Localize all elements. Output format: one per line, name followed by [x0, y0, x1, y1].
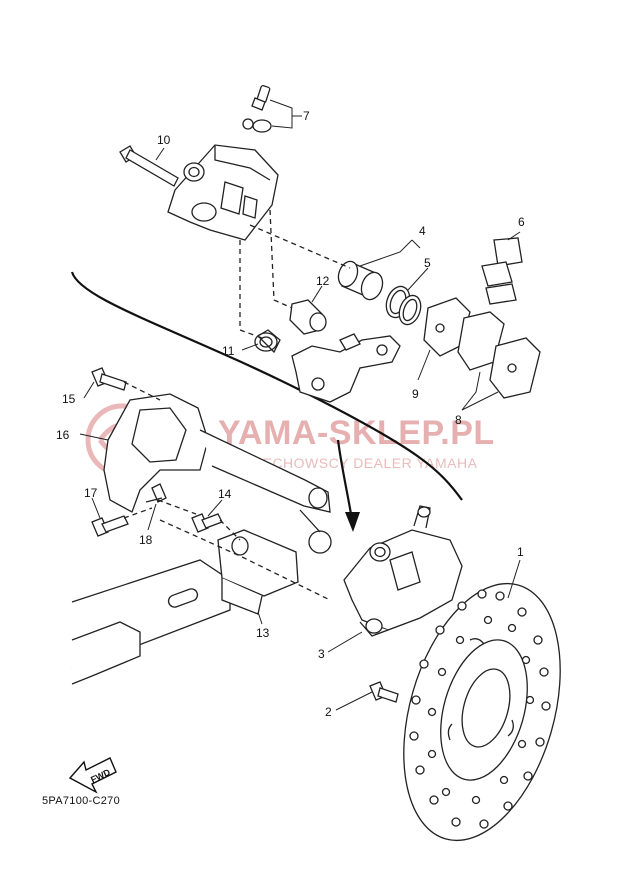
upper-assembly-lines	[239, 209, 351, 339]
callout-11: 11	[222, 344, 235, 358]
callout-14: 14	[218, 487, 232, 501]
piston-part	[337, 260, 384, 301]
bolt-17-part	[91, 515, 129, 537]
clip-part	[145, 483, 167, 503]
brake-disc-part	[403, 582, 561, 842]
callout-4: 4	[419, 224, 426, 238]
bleed-screw-part	[242, 85, 272, 133]
callout-labels: 1 2 3 4 5 6 7 8 9 10 11 12 13 14 15 16 1…	[56, 109, 525, 719]
callout-15: 15	[62, 392, 76, 406]
callout-16: 16	[56, 428, 70, 442]
upper-caliper-assembly	[119, 85, 541, 403]
forward-arrow-icon: FWD	[68, 757, 117, 794]
bolt-15-part	[91, 367, 127, 391]
callout-5: 5	[424, 256, 431, 270]
callout-2: 2	[325, 705, 332, 719]
caliper-body-lower	[343, 505, 463, 637]
disc-bolt-part	[369, 681, 399, 703]
lower-assembly-lines	[123, 381, 331, 601]
callout-9: 9	[412, 387, 419, 401]
leader-lines	[79, 99, 521, 711]
callout-7: 7	[303, 109, 310, 123]
caliper-body-upper	[167, 144, 279, 241]
lower-assembly	[71, 367, 561, 842]
callout-17: 17	[84, 486, 98, 500]
callout-6: 6	[518, 215, 525, 229]
callout-8: 8	[455, 413, 462, 427]
assembly-arrow	[336, 439, 360, 532]
caliper-bracket-part	[103, 393, 332, 554]
callout-10: 10	[157, 133, 171, 147]
callout-13: 13	[256, 626, 270, 640]
callout-1: 1	[517, 545, 524, 559]
diagram-code: 5PA7100-C270	[42, 795, 120, 807]
watermark-text-sub: WOJCIECHOWSCY DEALER YAMAHA	[215, 455, 478, 471]
seal-part	[385, 285, 422, 326]
callout-18: 18	[139, 533, 153, 547]
bracket-13-part	[217, 529, 299, 615]
slide-pin-part	[119, 145, 179, 187]
shim-part	[481, 237, 523, 305]
pad-support-part	[291, 333, 401, 403]
swingarm-part	[71, 559, 231, 685]
bushing-part	[289, 299, 327, 335]
brake-pad-part	[423, 297, 541, 399]
boot-part	[254, 329, 281, 354]
callout-3: 3	[318, 647, 325, 661]
bolt-14-part	[191, 513, 223, 533]
watermark: YAMA-SKLEP.PL WOJCIECHOWSCY DEALER YAMAH…	[85, 403, 494, 477]
callout-12: 12	[316, 274, 330, 288]
